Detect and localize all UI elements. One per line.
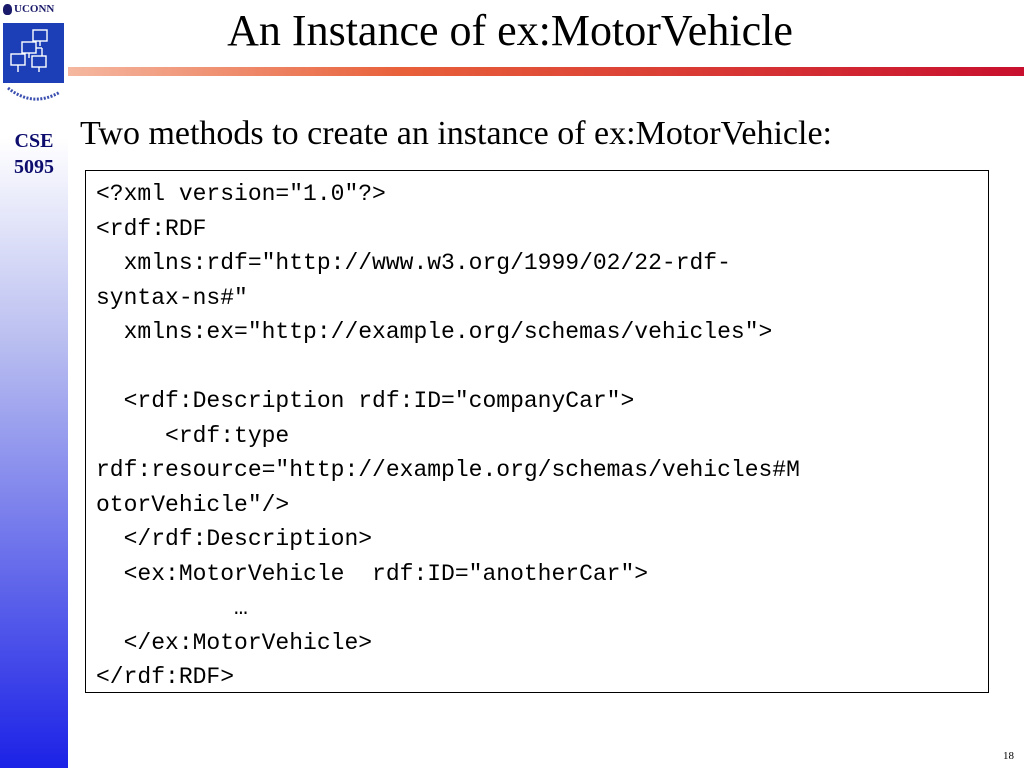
code-line: </rdf:Description> bbox=[96, 526, 373, 552]
code-line: otorVehicle"/> bbox=[96, 491, 290, 518]
code-line: </ex:MotorVehicle> bbox=[96, 629, 373, 656]
slide-title: An Instance of ex:MotorVehicle bbox=[227, 6, 793, 55]
network-computers-icon bbox=[3, 23, 64, 101]
code-line: </rdf:RDF> bbox=[96, 664, 235, 690]
code-line: xmlns:rdf="http://www.w3.org/1999/02/22-… bbox=[96, 250, 731, 276]
code-line: <rdf:type bbox=[96, 422, 290, 449]
code-line: … bbox=[96, 595, 248, 621]
institution-name: UCONN bbox=[14, 3, 55, 15]
title-divider bbox=[68, 67, 1024, 76]
page-number: 18 bbox=[1003, 750, 1014, 762]
code-line: <?xml version="1.0"?> bbox=[96, 181, 386, 207]
code-line: <ex:MotorVehicle rdf:ID="anotherCar"> bbox=[96, 560, 649, 587]
code-line: syntax-ns#" bbox=[96, 284, 248, 311]
code-block: <?xml version="1.0"?> <rdf:RDF xmlns:rdf… bbox=[85, 170, 989, 693]
code-line: <rdf:Description rdf:ID="companyCar"> bbox=[96, 388, 635, 414]
code-line: <rdf:RDF bbox=[96, 215, 207, 242]
uconn-seal-icon bbox=[3, 3, 12, 15]
code-line bbox=[96, 350, 978, 385]
institution-wordmark: UCONN bbox=[3, 3, 54, 15]
course-code: CSE 5095 bbox=[0, 128, 68, 180]
code-line: xmlns:ex="http://example.org/schemas/veh… bbox=[96, 319, 773, 345]
course-code-line-2: 5095 bbox=[14, 156, 54, 178]
code-line: rdf:resource="http://example.org/schemas… bbox=[96, 457, 800, 483]
slide-subtitle: Two methods to create an instance of ex:… bbox=[80, 115, 832, 152]
course-code-line-1: CSE bbox=[14, 130, 54, 152]
left-sidebar: UCONN CSE 5095 bbox=[0, 0, 68, 768]
